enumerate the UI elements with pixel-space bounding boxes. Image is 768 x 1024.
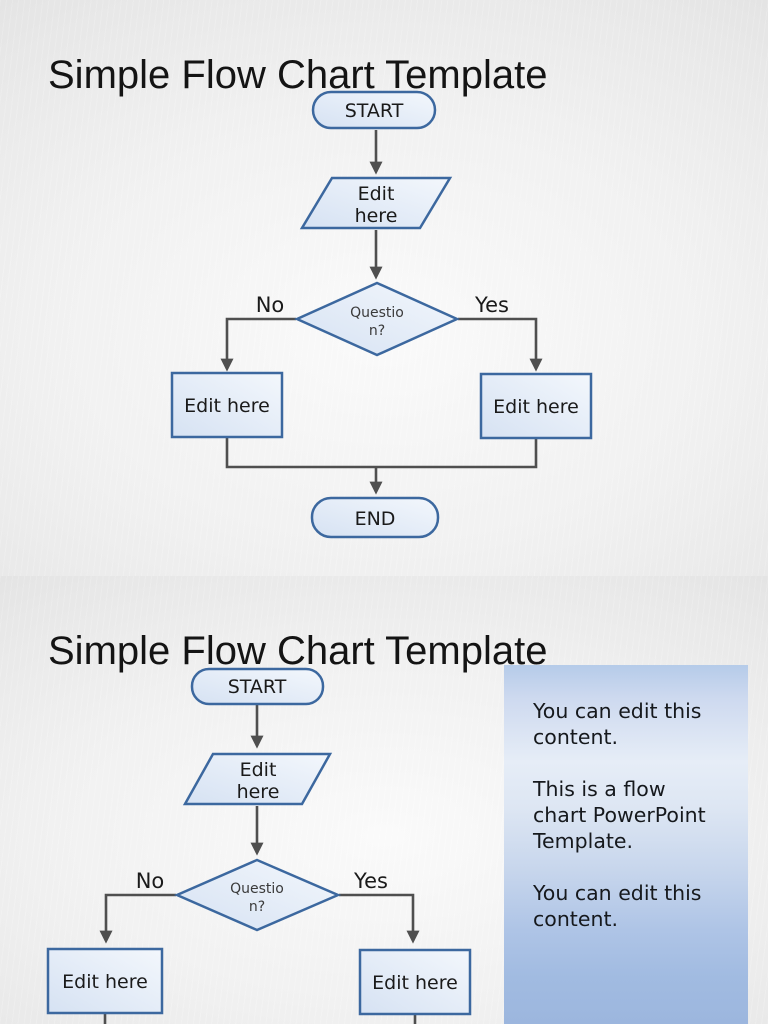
- branch-label-no: No: [256, 293, 285, 317]
- end-node-label: END: [355, 508, 396, 530]
- branch-label-yes: Yes: [353, 869, 388, 893]
- page-title-2: Simple Flow Chart Template: [48, 628, 548, 673]
- flowchart-1: START Edit here Questio n? No Yes Edit h…: [170, 90, 593, 539]
- end-node: [310, 496, 440, 539]
- start-node-label: START: [228, 676, 287, 698]
- decision-node: [293, 281, 461, 357]
- process-node-left-label: Edit here: [62, 971, 148, 993]
- input-node-label-line2: here: [237, 781, 280, 803]
- input-node: [299, 176, 453, 230]
- slide-2: Simple Flow Chart Template START: [0, 576, 768, 1024]
- branch-label-no: No: [136, 869, 165, 893]
- decision-node-label-line2: n?: [249, 899, 265, 915]
- connector-no-branch: [99, 893, 176, 944]
- input-node-label-line1: Edit: [358, 183, 395, 205]
- start-node: [311, 90, 437, 130]
- decision-node-label-line1: Questio: [350, 305, 404, 321]
- slide-1: Simple Flow Chart Template START: [0, 0, 768, 576]
- process-node-right-label: Edit here: [493, 396, 579, 418]
- connector-yes-branch: [458, 317, 543, 372]
- content-panel-paragraph-2: This is a flow chart PowerPoint Template…: [533, 777, 706, 853]
- content-panel: You can edit this content. This is a flo…: [504, 665, 748, 1024]
- content-panel-paragraph-1: You can edit this content.: [533, 699, 702, 749]
- flowchart-2: START Edit here Questio n? No Yes Edit h…: [46, 667, 472, 1024]
- connector-no-branch: [220, 317, 296, 372]
- start-node: [190, 667, 325, 706]
- decision-node-label-line1: Questio: [230, 881, 284, 897]
- process-node-right: [358, 948, 472, 1016]
- decision-node-label-line2: n?: [369, 323, 385, 339]
- process-node-right-label: Edit here: [372, 972, 458, 994]
- process-node-left: [46, 947, 164, 1015]
- input-node: [182, 752, 333, 806]
- process-node-left: [170, 371, 284, 439]
- connector-yes-branch: [339, 893, 420, 944]
- start-node-label: START: [345, 100, 404, 122]
- decision-node: [173, 858, 342, 932]
- content-panel-paragraph-3: You can edit this content.: [533, 881, 702, 931]
- input-node-label-line2: here: [355, 205, 398, 227]
- page-title: Simple Flow Chart Template: [48, 52, 548, 97]
- branch-label-yes: Yes: [474, 293, 509, 317]
- input-node-label-line1: Edit: [240, 759, 277, 781]
- process-node-right: [479, 372, 593, 440]
- connector-merge: [225, 437, 538, 469]
- process-node-left-label: Edit here: [184, 395, 270, 417]
